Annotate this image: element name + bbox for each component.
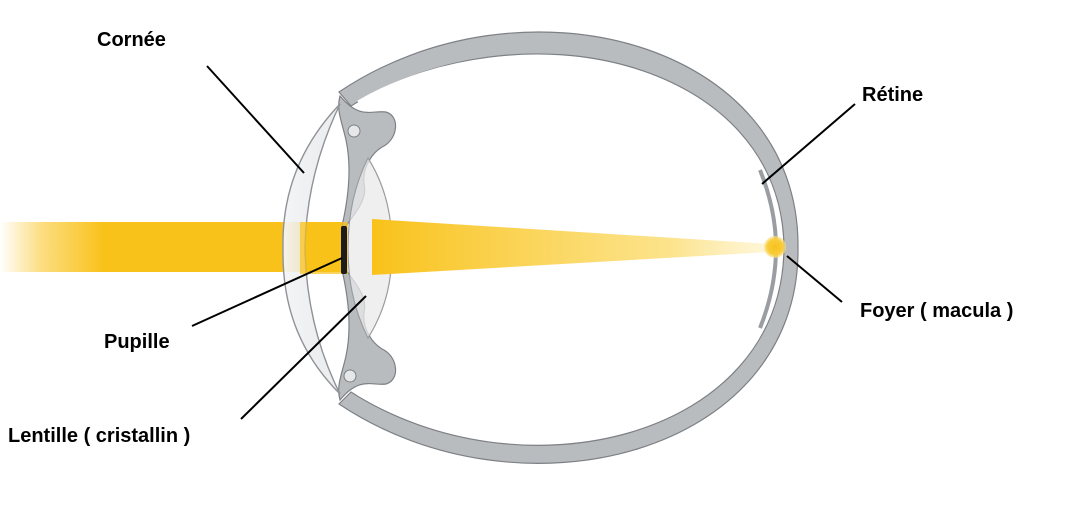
focus-point <box>764 236 786 258</box>
leader-line-retina <box>762 104 855 184</box>
limbus-lower <box>344 370 356 382</box>
pupil-opening <box>341 226 347 274</box>
label-retina: Rétine <box>862 85 923 105</box>
label-cornea: Cornée <box>97 30 166 50</box>
label-focus-macula: Foyer ( macula ) <box>860 301 1013 321</box>
label-lens-crystalline: Lentille ( cristallin ) <box>8 426 190 446</box>
label-pupil: Pupille <box>104 332 170 352</box>
limbus-upper <box>348 125 360 137</box>
leader-line-cornea <box>207 66 304 173</box>
converging-light-cone <box>372 219 770 275</box>
